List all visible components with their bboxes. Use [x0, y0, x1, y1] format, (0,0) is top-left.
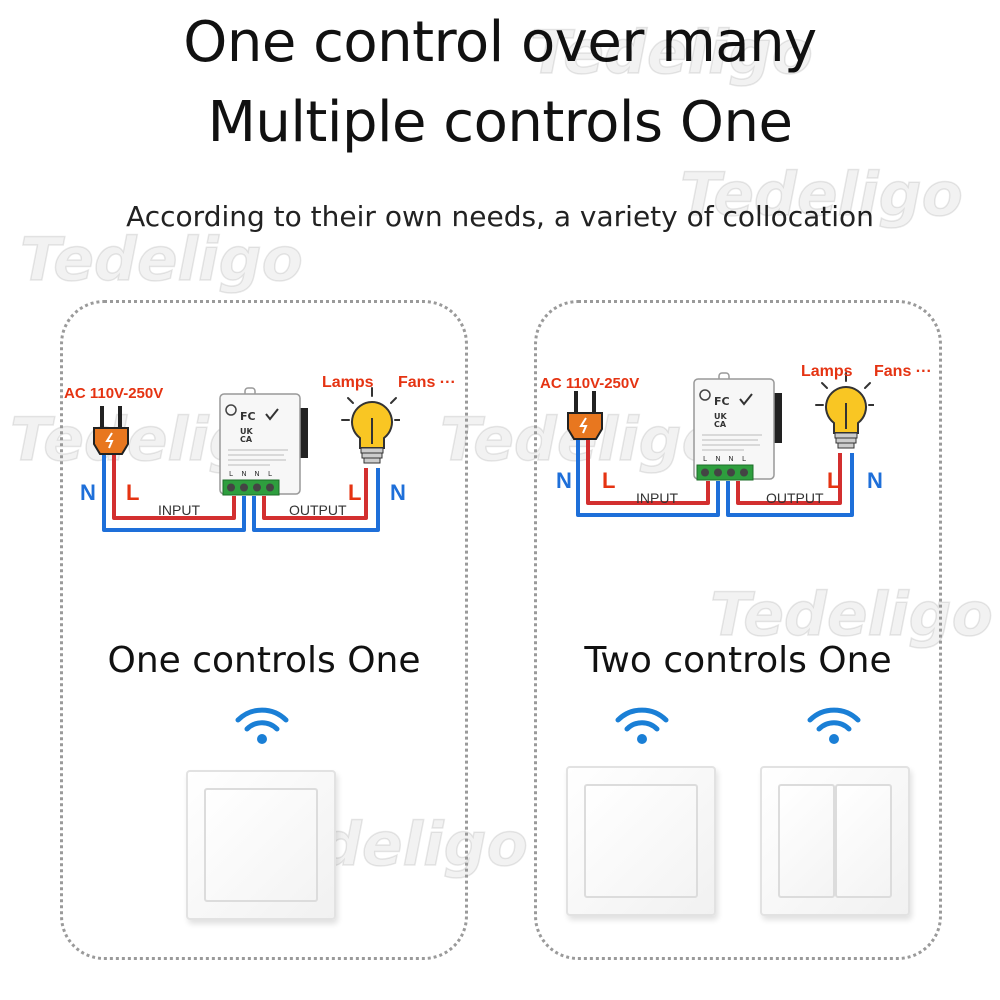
output-label: OUTPUT — [766, 490, 824, 506]
svg-text:FC: FC — [240, 410, 256, 423]
wiring-area-right: FC UK CA L N N L — [534, 365, 877, 525]
svg-text:N: N — [254, 470, 259, 478]
output-label: OUTPUT — [289, 502, 347, 518]
wiring-diagram: FC UK CA L N N L — [567, 372, 877, 517]
svg-text:CA: CA — [714, 420, 727, 429]
wall-switch-single[interactable] — [186, 770, 336, 920]
wall-switch-single[interactable] — [566, 766, 716, 916]
live-label: L — [348, 480, 362, 505]
wiring-area-left: FC UK CA L N N L — [60, 380, 403, 540]
live-label: L — [126, 480, 140, 505]
wifi-slot — [614, 706, 670, 750]
neutral-label: N — [867, 468, 883, 493]
panel-caption: Two controls One — [584, 640, 892, 681]
svg-text:L: L — [229, 470, 233, 478]
wifi-signal-icon — [615, 707, 669, 744]
fans-label: Fans ··· — [874, 363, 932, 380]
watermark-logo: Tedeligo — [679, 159, 963, 231]
live-label: L — [602, 468, 616, 493]
neutral-label: N — [80, 480, 96, 505]
svg-text:CA: CA — [240, 435, 253, 444]
switch-rocker-left[interactable] — [778, 784, 835, 898]
svg-text:L: L — [703, 455, 707, 463]
light-bulb-icon — [341, 387, 403, 464]
fans-label: Fans ··· — [398, 374, 456, 391]
relay-module: FC UK CA L N N L — [219, 387, 308, 496]
neutral-label: N — [390, 480, 406, 505]
svg-text:N: N — [241, 470, 246, 478]
light-bulb-icon — [815, 372, 877, 449]
neutral-label: N — [556, 468, 572, 493]
subtitle: According to their own needs, a variety … — [126, 200, 874, 233]
voltage-label: AC 110V-250V — [540, 375, 640, 392]
svg-text:UK: UK — [714, 412, 727, 421]
headline-line-2: Multiple controls One — [207, 90, 793, 155]
watermark-logo: Tedeligo — [529, 17, 813, 89]
svg-text:FC: FC — [714, 395, 730, 408]
watermark-logo: Tedeligo — [19, 224, 303, 296]
live-wire — [586, 435, 842, 505]
wifi-signal-icon — [235, 707, 289, 744]
wiring-diagram: FC UK CA L N N L — [93, 387, 403, 532]
input-label: INPUT — [636, 490, 678, 506]
neutral-wire — [102, 450, 380, 532]
power-plug-icon — [93, 406, 129, 455]
wifi-slot — [234, 706, 290, 750]
switch-rocker-right[interactable] — [835, 784, 892, 898]
svg-text:UK: UK — [240, 427, 253, 436]
live-label: L — [827, 468, 841, 493]
relay-module: FC UK CA L N N L — [693, 372, 782, 481]
svg-text:L: L — [742, 455, 746, 463]
panel-one-controls-one — [60, 300, 468, 960]
panel-two-controls-one — [534, 300, 942, 960]
switch-rocker[interactable] — [584, 784, 698, 898]
headline-line-1: One control over many — [183, 10, 817, 75]
lamps-label: Lamps — [801, 363, 853, 380]
watermark-logo: Tedeligo — [709, 579, 993, 651]
wall-switch-double[interactable] — [760, 766, 910, 916]
neutral-wire — [576, 435, 854, 517]
live-wire — [112, 450, 368, 520]
lamps-label: Lamps — [322, 374, 374, 391]
wifi-slot — [806, 706, 862, 750]
input-label: INPUT — [158, 502, 200, 518]
panel-caption: One controls One — [107, 640, 421, 681]
power-plug-icon — [567, 391, 603, 440]
svg-text:L: L — [268, 470, 272, 478]
wifi-signal-icon — [807, 707, 861, 744]
svg-text:N: N — [715, 455, 720, 463]
switch-rocker[interactable] — [204, 788, 318, 902]
voltage-label: AC 110V-250V — [64, 385, 164, 402]
svg-text:N: N — [728, 455, 733, 463]
